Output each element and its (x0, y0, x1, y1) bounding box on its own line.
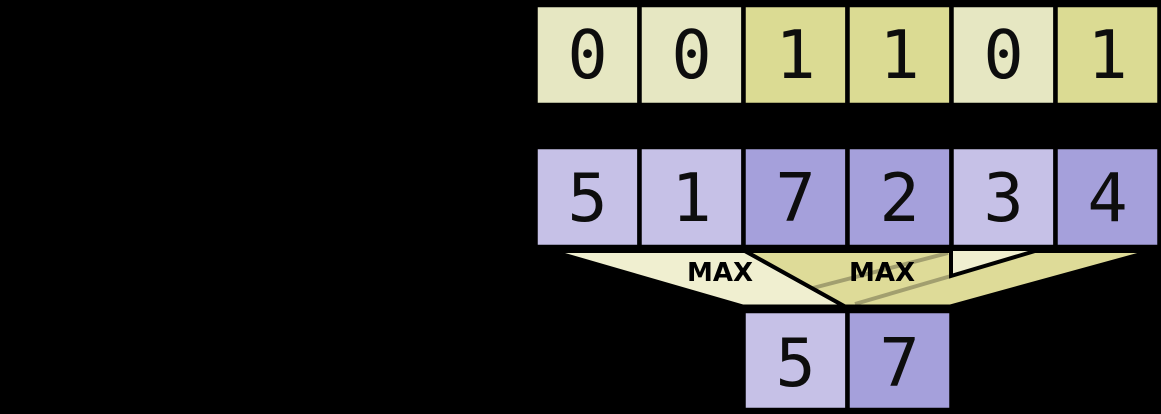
mask-cell (949, 2, 1058, 108)
input-cell (1053, 144, 1161, 250)
mask-cell (741, 2, 850, 108)
input-cell (845, 144, 954, 250)
output-cell-value: 5 (775, 324, 815, 402)
mask-cell-value: 0 (567, 16, 607, 94)
output-cell-value: 7 (879, 324, 919, 402)
mask-cell (845, 2, 954, 108)
input-cell-value: 4 (1087, 159, 1127, 237)
max-label-left: MAX (687, 258, 753, 288)
mask-cell-value: 0 (983, 16, 1023, 94)
mask-cell (533, 2, 642, 108)
max-label-right: MAX (849, 258, 915, 288)
input-cell-value: 3 (983, 159, 1023, 237)
pooling-funnels (550, 249, 1153, 309)
mask-cell (637, 2, 746, 108)
hidden-edge-right (854, 274, 952, 306)
input-cell-value: 7 (775, 159, 815, 237)
funnel-right-body (737, 249, 1153, 309)
input-cell-value: 2 (879, 159, 919, 237)
input-cell-value: 1 (671, 159, 711, 237)
mask-cell-value: 1 (775, 16, 815, 94)
input-cell-value: 5 (567, 159, 607, 237)
mask-cell-value: 0 (671, 16, 711, 94)
mask-cell-value: 1 (1087, 16, 1127, 94)
output-cell (741, 308, 850, 413)
operation-labels: MAX MAX (687, 258, 915, 288)
input-cell (533, 144, 642, 250)
mask-cell-value: 1 (879, 16, 919, 94)
mask-cell (1053, 2, 1161, 108)
output-cell (845, 308, 954, 413)
hidden-edge-left (812, 251, 949, 290)
input-cell (949, 144, 1058, 250)
input-cell (741, 144, 850, 250)
